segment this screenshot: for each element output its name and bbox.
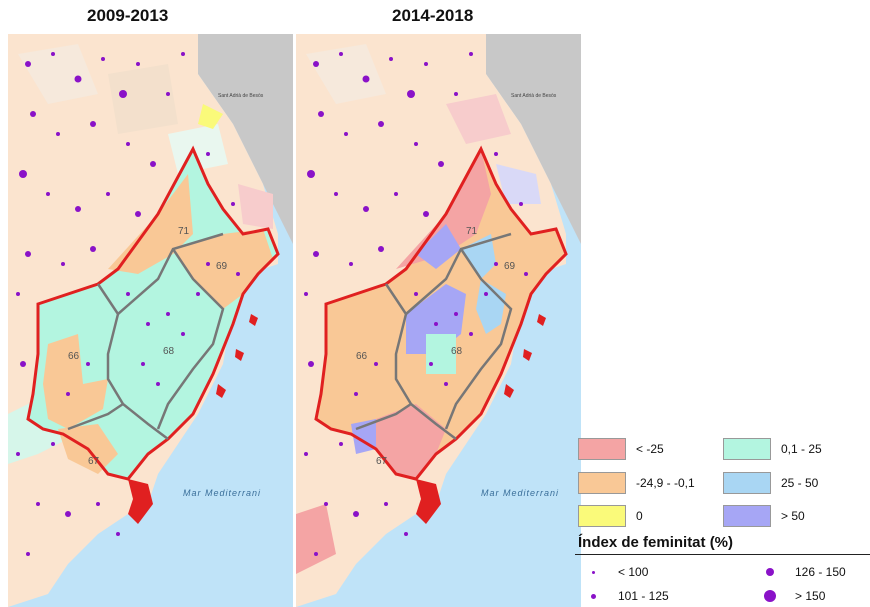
svg-text:66: 66 bbox=[356, 351, 368, 362]
legend-swatch bbox=[723, 438, 771, 460]
legend-swatch bbox=[578, 438, 626, 460]
svg-text:66: 66 bbox=[68, 351, 80, 362]
legend-label: > 150 bbox=[795, 589, 826, 603]
legend-label: 0,1 - 25 bbox=[781, 442, 822, 456]
legend-label: 0 bbox=[636, 509, 643, 523]
neighbour-town-label-right: Sant Adrià de Besòs bbox=[511, 93, 557, 99]
legend-index-title: Índex de feminitat (%) bbox=[578, 534, 734, 551]
svg-text:67: 67 bbox=[376, 456, 388, 467]
title-2014-2018: 2014-2018 bbox=[392, 6, 474, 25]
svg-text:67: 67 bbox=[88, 456, 100, 467]
legend-label: 101 - 125 bbox=[618, 589, 669, 603]
legend-label: > 50 bbox=[781, 509, 805, 523]
map-2009-2013: 66 67 68 69 71 Sant Adrià de Besòs Mar M… bbox=[8, 34, 293, 607]
svg-text:69: 69 bbox=[216, 261, 228, 272]
legend-swatch bbox=[723, 472, 771, 494]
legend-item-gt-50: > 50 bbox=[723, 504, 805, 528]
dot-icon bbox=[766, 568, 774, 576]
svg-text:71: 71 bbox=[178, 226, 190, 237]
legend-label: -24,9 - -0,1 bbox=[636, 476, 695, 490]
legend-dot-101-125: 101 - 125 bbox=[578, 586, 669, 606]
dot-icon bbox=[591, 570, 595, 574]
neighbour-town-label: Sant Adrià de Besòs bbox=[218, 93, 264, 99]
legend-item-minus-24-9: -24,9 - -0,1 bbox=[578, 471, 695, 495]
legend-dot-gt-150: > 150 bbox=[755, 586, 825, 606]
svg-text:68: 68 bbox=[163, 346, 175, 357]
map-2014-2018: 66 67 68 69 71 Sant Adrià de Besòs Mar M… bbox=[296, 34, 581, 607]
dot-icon bbox=[764, 590, 776, 602]
legend-item-lt-minus-25: < -25 bbox=[578, 437, 664, 461]
title-2009-2013: 2009-2013 bbox=[87, 6, 169, 25]
legend-item-zero: 0 bbox=[578, 504, 643, 528]
legend-label: 25 - 50 bbox=[781, 476, 819, 490]
legend-divider bbox=[575, 554, 870, 555]
legend-item-0-1-25: 0,1 - 25 bbox=[723, 437, 822, 461]
legend-swatch bbox=[723, 505, 771, 527]
legend-swatch bbox=[578, 505, 626, 527]
sea-label-right: Mar Mediterrani bbox=[481, 488, 559, 498]
legend-item-25-50: 25 - 50 bbox=[723, 471, 818, 495]
legend-swatch bbox=[578, 472, 626, 494]
sea-label: Mar Mediterrani bbox=[183, 488, 261, 498]
svg-text:69: 69 bbox=[504, 261, 516, 272]
legend-label: < -25 bbox=[636, 442, 664, 456]
svg-text:68: 68 bbox=[451, 346, 463, 357]
legend-dot-126-150: 126 - 150 bbox=[755, 562, 846, 582]
legend-label: 126 - 150 bbox=[795, 565, 846, 579]
dot-icon bbox=[590, 593, 596, 599]
legend-dot-lt-100: < 100 bbox=[578, 562, 648, 582]
svg-text:71: 71 bbox=[466, 226, 478, 237]
legend-label: < 100 bbox=[618, 565, 649, 579]
map-legend: < -25 0,1 - 25 -24,9 - -0,1 25 - 50 0 > … bbox=[575, 434, 870, 607]
